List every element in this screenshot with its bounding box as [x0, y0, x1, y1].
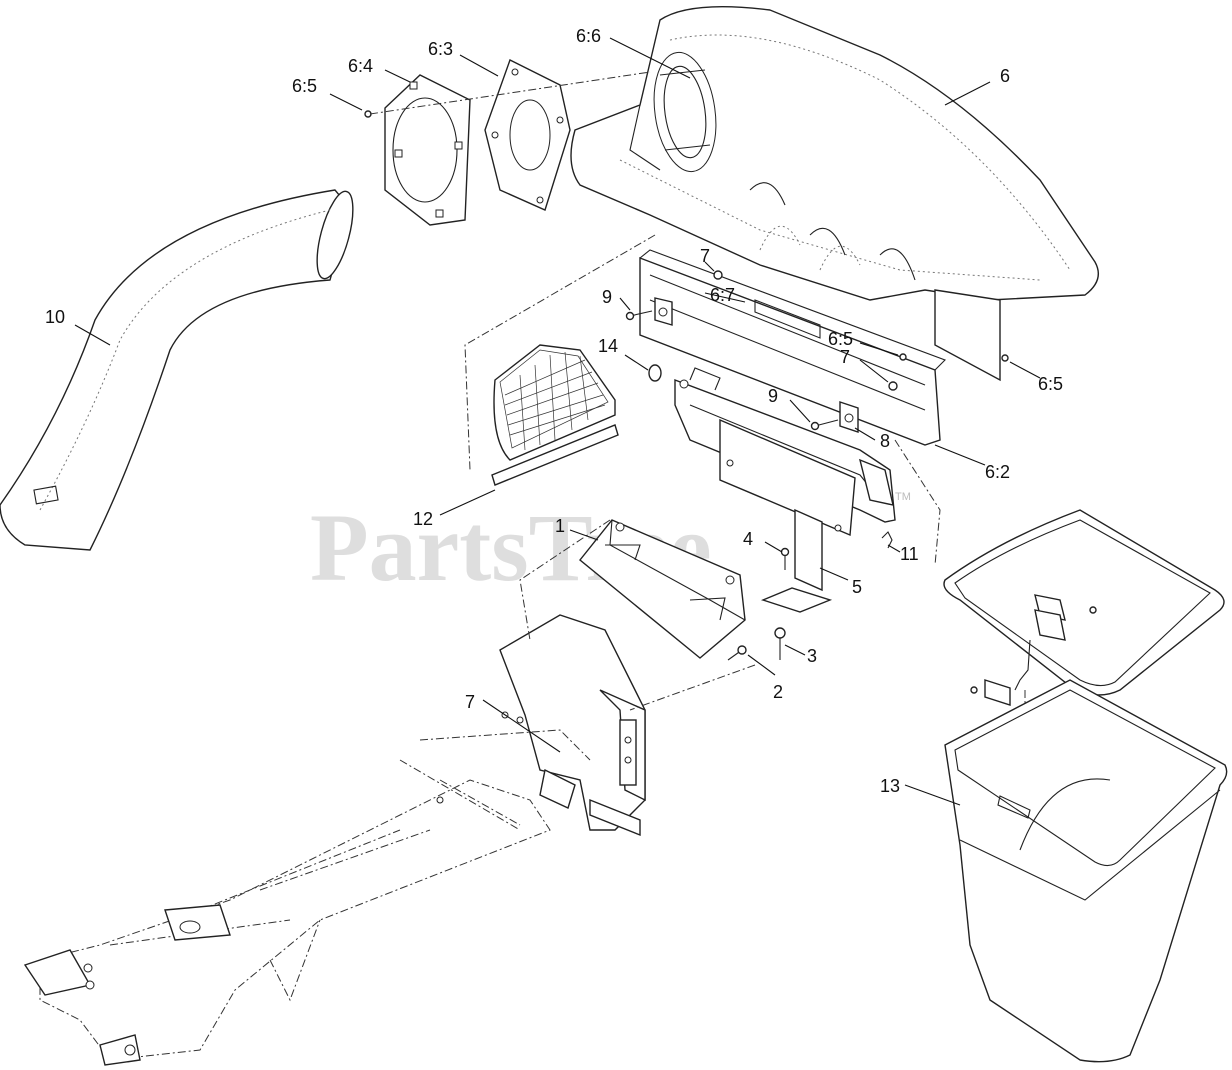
callout-labels: 6:5 6:4 6:3 6:6 6 10 7 9 6:7 6:5 7 14 6:… [45, 26, 1063, 796]
callout-3: 3 [807, 646, 817, 666]
leader-lines [74, 37, 1041, 806]
callout-6: 6 [1000, 66, 1010, 86]
part-3-bolt [774, 627, 786, 660]
callout-6-6: 6:6 [576, 26, 601, 46]
alignment-line-frame [894, 439, 941, 566]
part-6-3-adapter [484, 59, 571, 211]
part-13-bin [944, 679, 1228, 1063]
callout-4: 4 [743, 529, 753, 549]
callout-1: 1 [555, 516, 565, 536]
watermark-tm: TM [895, 491, 911, 503]
part-11-clip [881, 531, 893, 549]
callout-6-3: 6:3 [428, 39, 453, 59]
alignment-line-bolt [629, 664, 756, 711]
callout-6-7: 6:7 [710, 285, 735, 305]
callout-14: 14 [598, 336, 618, 356]
part-10-discharge-tube [0, 189, 354, 551]
part-6-7-slot [754, 299, 821, 339]
callout-12: 12 [413, 509, 433, 529]
callout-7-c: 7 [465, 692, 475, 712]
part-8-clip-upper [654, 297, 673, 326]
callout-6-5-top: 6:5 [292, 76, 317, 96]
alignment-line-mount [519, 519, 611, 641]
callout-6-4: 6:4 [348, 56, 373, 76]
part-8-clip [839, 401, 859, 433]
alignment-line-top [369, 71, 651, 115]
bag-frame [943, 509, 1225, 706]
part-14-grommet [648, 364, 662, 382]
part-12-screen [491, 344, 619, 486]
callout-6-5-mid: 6:5 [828, 329, 853, 349]
callout-6-2: 6:2 [985, 462, 1010, 482]
callout-7-a: 7 [700, 246, 710, 266]
part-9-bolts [625, 310, 839, 431]
callout-13: 13 [880, 776, 900, 796]
alignment-line-screen [464, 234, 656, 471]
part-6-4-gasket [384, 74, 471, 226]
chassis-frame [23, 614, 646, 1066]
callout-8: 8 [880, 431, 890, 451]
part-1-mount [579, 519, 746, 659]
part-2-pin [727, 645, 747, 661]
callout-11: 11 [900, 544, 919, 564]
part-6-5-screws [899, 353, 1009, 362]
part-5-plate [719, 418, 856, 613]
callout-7-b: 7 [840, 347, 850, 367]
hood-outlet-opening [653, 51, 717, 173]
callout-9-b: 9 [768, 386, 778, 406]
callout-2: 2 [773, 682, 783, 702]
callout-9-a: 9 [602, 287, 612, 307]
part-4-screw [780, 547, 790, 570]
callout-6-5-right: 6:5 [1038, 374, 1063, 394]
callout-5: 5 [852, 577, 862, 597]
part-6-hood [570, 5, 1099, 382]
callout-10: 10 [45, 307, 65, 327]
